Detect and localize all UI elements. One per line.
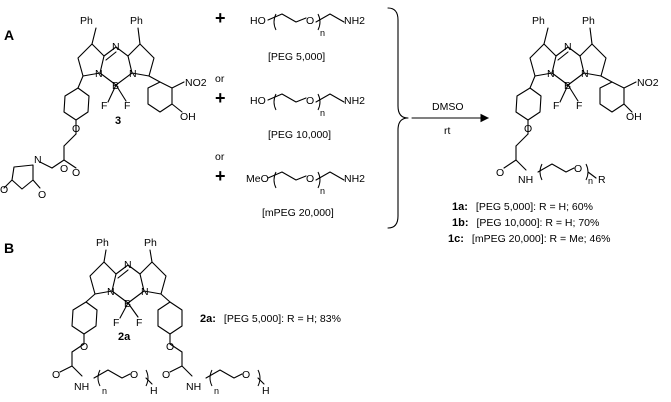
reaction-temperature: rt (444, 125, 450, 137)
atom-label: O (496, 167, 504, 179)
compound-2a-label: 2a (118, 331, 131, 343)
panel-label-a: A (4, 27, 14, 43)
atom-label: O (0, 184, 8, 196)
compound-2a-structure (59, 249, 265, 387)
plus-sign: + (215, 8, 226, 28)
reagent-group: MeO (246, 173, 269, 185)
atom-label: F (113, 317, 119, 329)
reagent-group: O (306, 95, 314, 107)
reagent-group: HO (250, 95, 266, 107)
reagent-group: O (306, 15, 314, 27)
atom-label: O (574, 163, 582, 175)
atom-label: B (112, 80, 119, 92)
product-row: 1c: [mPEG 20,000]: R = Me; 46% (448, 229, 611, 246)
atom-label: O (72, 167, 80, 179)
atom-label: NH (186, 381, 201, 393)
atom-label: O (162, 369, 170, 381)
atom-label: NH (518, 174, 533, 186)
reagent-name: [PEG 5,000] (268, 51, 325, 63)
panel-label-b: B (4, 240, 14, 256)
atom-label: N (124, 259, 132, 271)
reagent-name: [PEG 10,000] (268, 129, 331, 141)
atom-label: O (52, 369, 60, 381)
atom-label: Ph (144, 237, 157, 249)
product-row: 1b: [PEG 10,000]: R = H; 70% (452, 213, 599, 230)
plus-sign: + (215, 166, 226, 186)
atom-label: O (72, 123, 80, 135)
atom-subscript: n (588, 176, 593, 186)
reagent-group: O (306, 173, 314, 185)
atom-label: N (34, 154, 42, 166)
or-separator: or (215, 73, 225, 85)
product-id: 2a: (200, 313, 216, 325)
atom-label: O (524, 123, 532, 135)
reagent-subscript: n (320, 28, 325, 38)
reagent-brace (387, 7, 409, 229)
product-desc: [PEG 10,000]: R = H; 70% (477, 217, 600, 229)
plus-sign: + (215, 88, 226, 108)
atom-label: NO2 (637, 77, 659, 89)
atom-label: O (242, 369, 250, 381)
atom-label: Ph (96, 237, 109, 249)
atom-label: OH (180, 111, 196, 123)
product-desc: [PEG 5,000]: R = H; 60% (476, 201, 593, 213)
product-2a-row: 2a: [PEG 5,000]: R = H; 83% (200, 309, 341, 326)
atom-label: R (598, 174, 606, 186)
atom-label: Ph (130, 15, 143, 27)
atom-label: N (107, 286, 115, 298)
atom-label: N (95, 68, 103, 80)
atom-label: N (547, 68, 555, 80)
atom-label: B (124, 298, 131, 310)
reagent-group: NH2 (344, 173, 365, 185)
reagent-group: HO (250, 15, 266, 27)
atom-label: NO2 (185, 77, 207, 89)
atom-label: N (112, 41, 120, 53)
atom-label: O (166, 341, 174, 353)
product-desc: [mPEG 20,000]: R = Me; 46% (472, 233, 611, 245)
reagent-group: NH2 (344, 95, 365, 107)
atom-label: N (141, 286, 149, 298)
atom-label: Ph (532, 15, 545, 27)
product-desc: [PEG 5,000]: R = H; 83% (224, 313, 341, 325)
product-list: 1a: [PEG 5,000]: R = H; 60% 1b: [PEG 10,… (448, 197, 611, 246)
or-separator: or (215, 151, 225, 163)
atom-label: F (101, 100, 107, 112)
atom-label: B (564, 80, 571, 92)
reaction-solvent: DMSO (432, 101, 464, 113)
atom-label: NH (74, 381, 89, 393)
reagent-group: NH2 (344, 15, 365, 27)
atom-label: F (136, 317, 142, 329)
atom-label: OH (626, 111, 642, 123)
atom-label: O (38, 189, 46, 201)
atom-label: O (130, 369, 138, 381)
atom-label: F (124, 100, 130, 112)
atom-label: F (553, 100, 559, 112)
peg-reagents: + HO O n NH2 [PEG 5,000] or + HO O n NH2… (215, 8, 365, 219)
atom-label: N (564, 41, 572, 53)
atom-label: H (150, 385, 158, 397)
compound-3-label: 3 (115, 115, 121, 127)
atom-label: N (129, 68, 137, 80)
atom-label: Ph (80, 15, 93, 27)
reagent-subscript: n (320, 186, 325, 196)
atom-subscript: n (102, 386, 107, 396)
product-id: 1c: (448, 233, 464, 245)
atom-subscript: n (214, 386, 219, 396)
product-1-structure (503, 27, 637, 181)
compound-3-structure (3, 27, 185, 190)
atom-label: N (581, 68, 589, 80)
product-row: 1a: [PEG 5,000]: R = H; 60% (452, 197, 593, 214)
atom-label: O (80, 341, 88, 353)
product-id: 1a: (452, 201, 468, 213)
product-id: 1b: (452, 217, 469, 229)
reagent-subscript: n (320, 108, 325, 118)
reagent-name: [mPEG 20,000] (262, 207, 334, 219)
atom-label: Ph (582, 15, 595, 27)
atom-label: H (262, 385, 270, 397)
atom-label: F (576, 100, 582, 112)
atom-label: O (60, 163, 68, 175)
